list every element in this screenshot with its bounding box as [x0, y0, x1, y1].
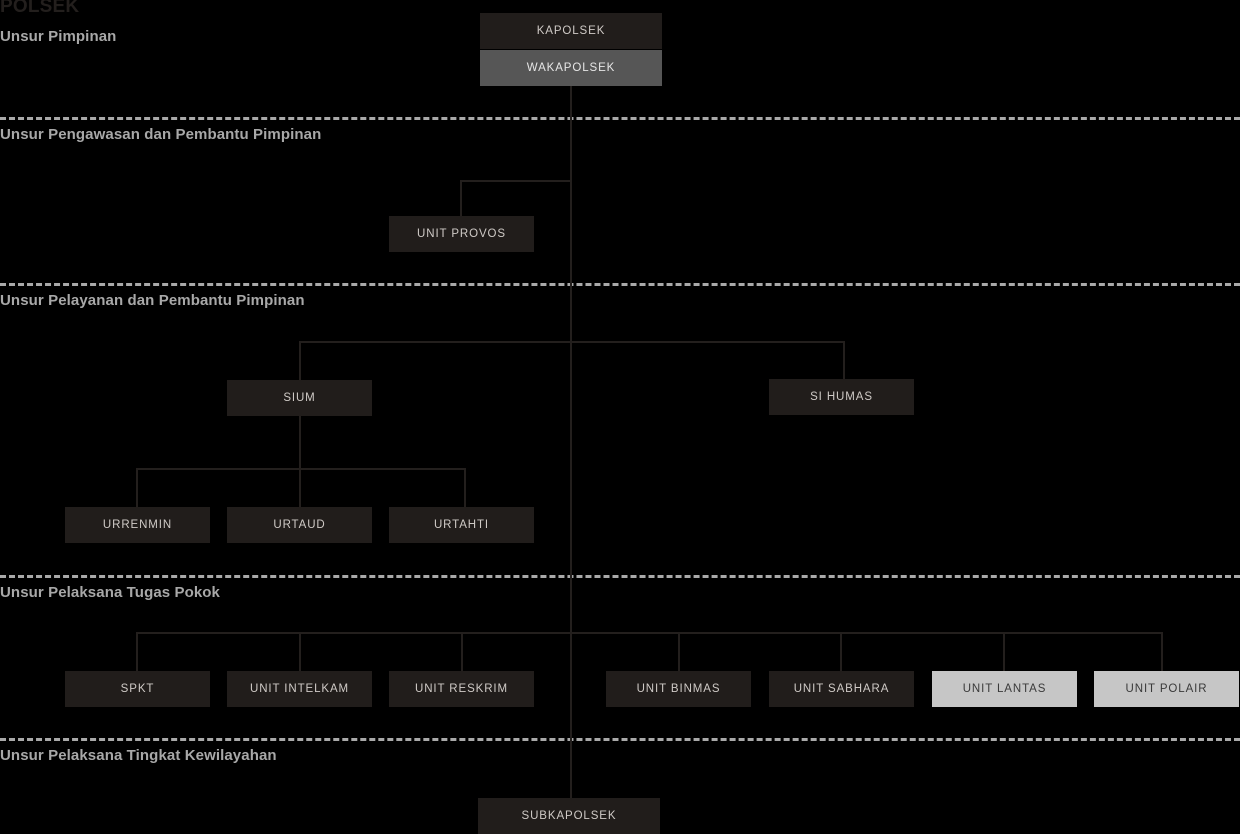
divider-pelaksana-kewilayahan — [0, 738, 1240, 741]
node-urtahti[interactable]: URTAHTI — [389, 507, 534, 543]
connector-intelkam-drop — [299, 632, 301, 671]
node-subkapolsek[interactable]: SUBKAPOLSEK — [478, 798, 660, 834]
section-label-pelayanan: Unsur Pelayanan dan Pembantu Pimpinan — [0, 292, 305, 309]
divider-pelayanan-pelaksana — [0, 575, 1240, 578]
node-wakapolsek[interactable]: WAKAPOLSEK — [480, 50, 662, 86]
connector-provos-horizontal — [460, 180, 572, 182]
connector-sabhara-drop — [840, 632, 842, 671]
connector-main-spine — [570, 86, 572, 801]
node-kapolsek[interactable]: KAPOLSEK — [480, 13, 662, 49]
node-unit-intelkam[interactable]: UNIT INTELKAM — [227, 671, 372, 707]
node-unit-polair[interactable]: UNIT POLAIR — [1094, 671, 1239, 707]
connector-binmas-drop — [678, 632, 680, 671]
node-unit-binmas[interactable]: UNIT BINMAS — [606, 671, 751, 707]
node-unit-sabhara[interactable]: UNIT SABHARA — [769, 671, 914, 707]
node-unit-provos[interactable]: UNIT PROVOS — [389, 216, 534, 252]
connector-polair-drop — [1161, 632, 1163, 671]
connector-pelaksana-bus — [136, 632, 1162, 634]
page-title: POLSEK — [0, 0, 80, 17]
connector-sihumas-drop — [843, 341, 845, 380]
connector-reskrim-drop — [461, 632, 463, 671]
connector-spkt-drop — [136, 632, 138, 671]
node-urtaud[interactable]: URTAUD — [227, 507, 372, 543]
divider-pimpinan-pengawasan — [0, 117, 1240, 120]
connector-lantas-drop — [1003, 632, 1005, 671]
connector-sium-drop — [299, 341, 301, 380]
node-unit-lantas[interactable]: UNIT LANTAS — [932, 671, 1077, 707]
connector-urrenmin-drop — [136, 468, 138, 507]
section-label-pelaksana: Unsur Pelaksana Tugas Pokok — [0, 584, 221, 601]
node-si-humas[interactable]: SI HUMAS — [769, 379, 914, 415]
connector-pelayanan-bus — [299, 341, 845, 343]
node-urrenmin[interactable]: URRENMIN — [65, 507, 210, 543]
connector-sium-stem — [299, 415, 301, 469]
section-label-kewilayahan: Unsur Pelaksana Tingkat Kewilayahan — [0, 747, 277, 764]
divider-pengawasan-pelayanan — [0, 283, 1240, 286]
section-label-pengawasan: Unsur Pengawasan dan Pembantu Pimpinan — [0, 126, 322, 143]
connector-sium-children-bus — [136, 468, 466, 470]
connector-urtahti-drop — [464, 468, 466, 507]
node-sium[interactable]: SIUM — [227, 380, 372, 416]
node-unit-reskrim[interactable]: UNIT RESKRIM — [389, 671, 534, 707]
section-label-pimpinan: Unsur Pimpinan — [0, 28, 117, 45]
connector-provos-vertical — [460, 180, 462, 217]
node-spkt[interactable]: SPKT — [65, 671, 210, 707]
connector-urtaud-drop — [299, 468, 301, 507]
